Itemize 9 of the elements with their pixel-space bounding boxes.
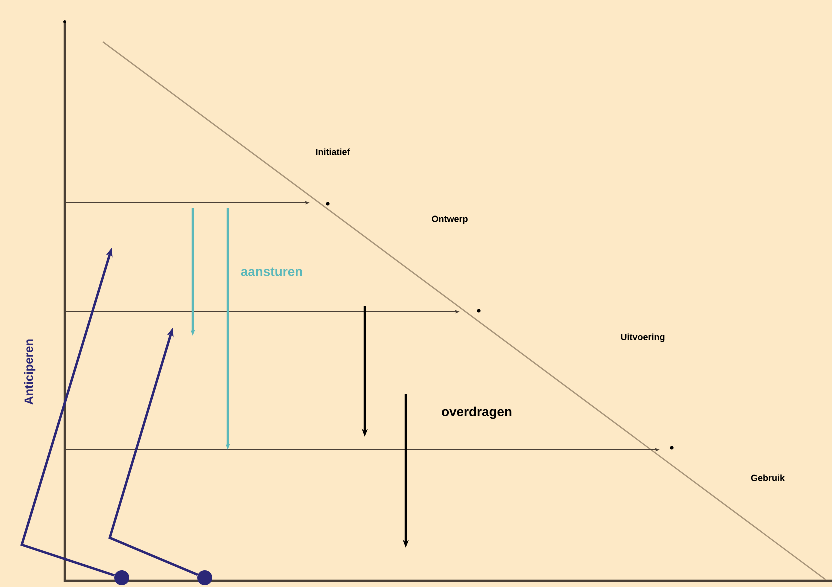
action-label: aansturen [241, 268, 302, 276]
action-label: overdragen [442, 406, 512, 420]
phase-label: Ontwerp [432, 216, 468, 224]
phase-label: Initiatief [316, 148, 350, 156]
phase-label: Uitvoering [621, 334, 665, 342]
dot [114, 570, 130, 586]
action-label: Anticiperen [24, 340, 36, 405]
phase-label: Gebruik [751, 474, 786, 482]
dot [198, 570, 212, 586]
